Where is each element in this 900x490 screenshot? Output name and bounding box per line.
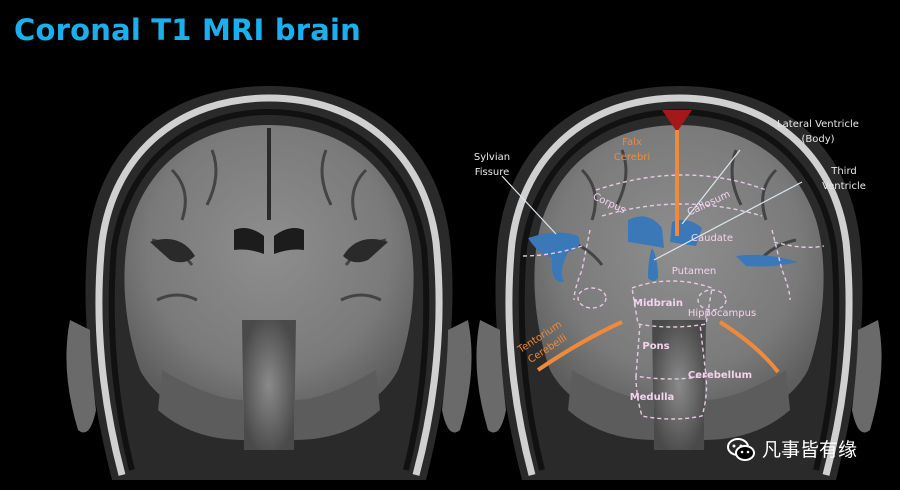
- label-hippocampus: Hippocampus: [688, 308, 756, 319]
- watermark-text: 凡事皆有缘: [762, 439, 858, 461]
- label-midbrain: Midbrain: [633, 298, 683, 309]
- label-sylvian-1: Sylvian: [474, 152, 510, 163]
- falx-tip-marker: [662, 110, 692, 132]
- wechat-icon: [727, 438, 755, 461]
- label-falx-2: Cerebri: [614, 152, 650, 163]
- mri-annotated-svg: Falx Cerebri Lateral Ventricle (Body) Th…: [474, 86, 882, 480]
- page-title: Coronal T1 MRI brain: [14, 13, 362, 47]
- label-putamen: Putamen: [672, 266, 716, 277]
- label-third-ventricle-2: Ventricle: [822, 181, 866, 192]
- structure-outlines: [521, 174, 825, 420]
- pointer-lines: [501, 149, 803, 261]
- label-pons: Pons: [642, 341, 669, 352]
- label-medulla: Medulla: [630, 392, 675, 403]
- tentorium-line-left: [536, 320, 623, 372]
- tentorium-line-right: [718, 320, 780, 374]
- mri-plain-svg: [66, 86, 472, 480]
- watermark: 凡事皆有缘: [726, 432, 886, 468]
- label-lateral-ventricle-2: (Body): [801, 134, 834, 145]
- label-caudate: Caudate: [691, 233, 733, 244]
- label-cerebellum: Cerebellum: [688, 370, 752, 381]
- mri-image-plain: [62, 70, 476, 480]
- label-lateral-ventricle-1: Lateral Ventricle: [777, 119, 859, 130]
- label-third-ventricle-1: Third: [830, 166, 857, 177]
- label-falx-1: Falx: [622, 137, 642, 148]
- label-sylvian-2: Fissure: [475, 167, 510, 178]
- mri-image-annotated: Falx Cerebri Lateral Ventricle (Body) Th…: [472, 70, 886, 480]
